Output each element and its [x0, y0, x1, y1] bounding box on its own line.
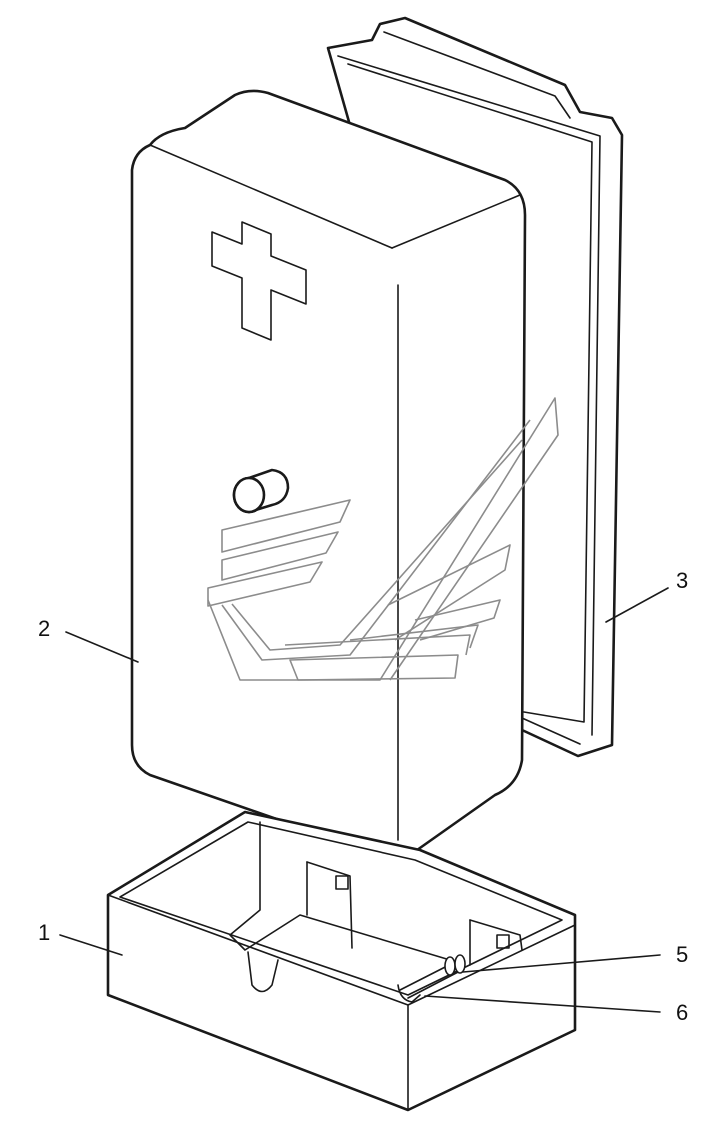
callout-label-2: 2: [38, 616, 50, 641]
cabinet-body-part-2: [130, 89, 527, 860]
callout-label-1: 1: [38, 920, 50, 945]
callout-label-6: 6: [676, 1000, 688, 1025]
callout-label-3: 3: [676, 568, 688, 593]
leader-lines: [59, 587, 669, 1013]
medical-cross-icon: [211, 221, 307, 341]
callout-label-5: 5: [676, 942, 688, 967]
door-knob-icon: [232, 468, 290, 514]
watermark-logo: [207, 397, 559, 681]
base-tray-part-1: [106, 810, 577, 1112]
